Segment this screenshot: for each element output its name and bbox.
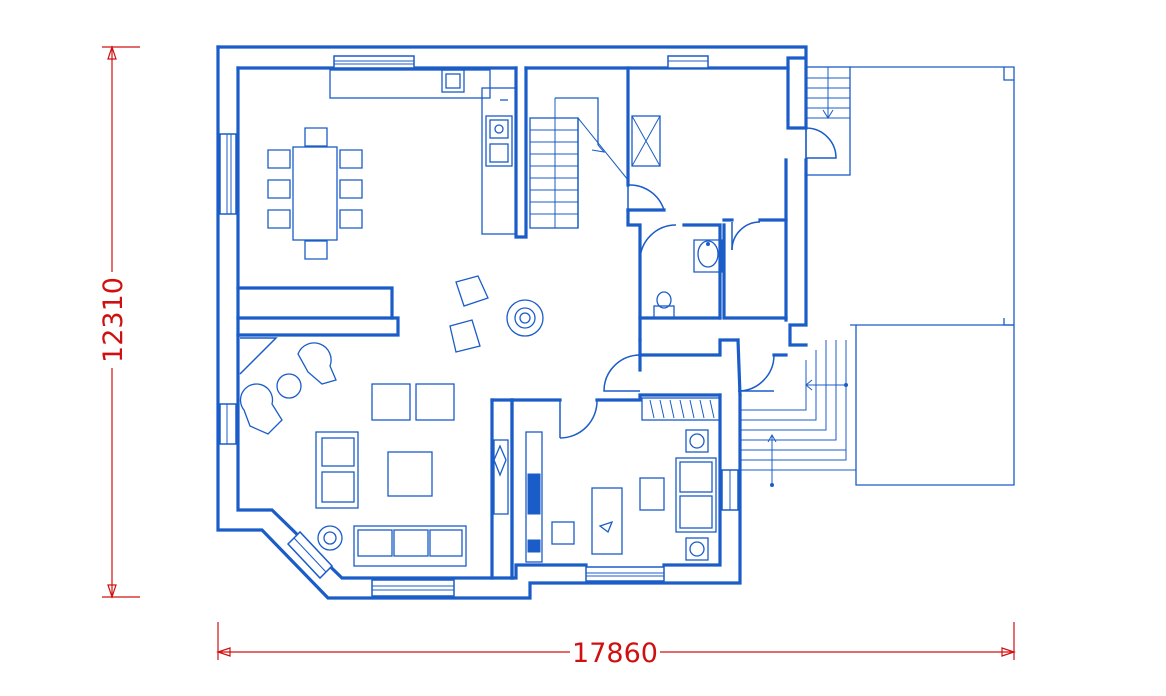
dining-table-set: [267, 127, 363, 260]
kitchen-counter: [329, 69, 517, 235]
living-room-furniture: [239, 342, 467, 567]
width-dimension-label: 17860: [572, 638, 658, 669]
windows: [219, 55, 739, 597]
width-dimension: 17860: [216, 622, 1016, 669]
doors: [559, 127, 837, 439]
height-dimension-label: 12310: [98, 277, 129, 363]
interior-stairs: [529, 97, 629, 229]
closets: [631, 115, 721, 421]
hall-seating: [449, 275, 544, 353]
exterior-stairs: [740, 66, 1015, 487]
bathroom-fixtures: [653, 239, 723, 319]
study-furniture: [551, 429, 717, 561]
tv-wall-unit: [493, 431, 543, 563]
built-in-counter: [236, 286, 400, 375]
interior-walls: [490, 66, 790, 580]
exterior-walls: [216, 45, 808, 600]
height-dimension: 12310: [98, 45, 140, 599]
